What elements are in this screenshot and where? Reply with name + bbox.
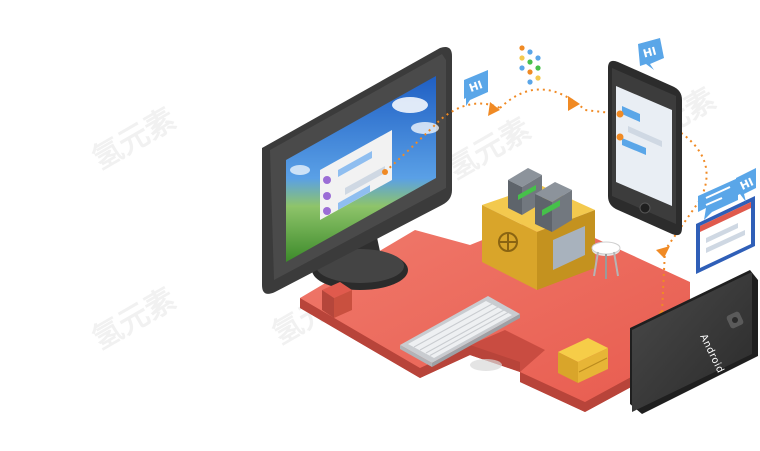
chat-bubble-right — [698, 178, 738, 220]
dots-logo-icon — [519, 45, 541, 85]
drawer-box — [558, 338, 608, 383]
tablet-back — [632, 272, 752, 412]
phone-home-button-icon — [639, 202, 651, 214]
monitor — [262, 47, 452, 294]
connection-top-to-phone — [499, 88, 656, 119]
connection-to-tablet — [661, 249, 666, 313]
arrow-down-icon — [656, 246, 670, 258]
servers — [508, 168, 572, 232]
monitor-chat-window — [320, 130, 392, 220]
arrow-right-icon — [568, 96, 580, 111]
stool — [591, 241, 621, 279]
hi-bubble-right-text: HI — [738, 175, 756, 192]
hi-bubble-left: HI — [464, 70, 488, 106]
android-tablet: Android — [630, 270, 758, 414]
keyboard — [400, 296, 520, 371]
hi-bubble-left-text: HI — [467, 78, 484, 95]
hi-bubble-top: HI — [638, 38, 664, 70]
red-box — [322, 282, 352, 318]
phone — [608, 60, 682, 236]
watermark-1: 氢元素 — [87, 102, 182, 177]
arrow-left-icon — [488, 102, 500, 116]
safe-dial-icon — [498, 232, 518, 252]
hi-bubble-top-text: HI — [642, 45, 658, 61]
watermark-2: 氢元素 — [87, 282, 182, 357]
web-card — [696, 196, 755, 274]
hi-bubble-right: HI — [736, 168, 756, 202]
